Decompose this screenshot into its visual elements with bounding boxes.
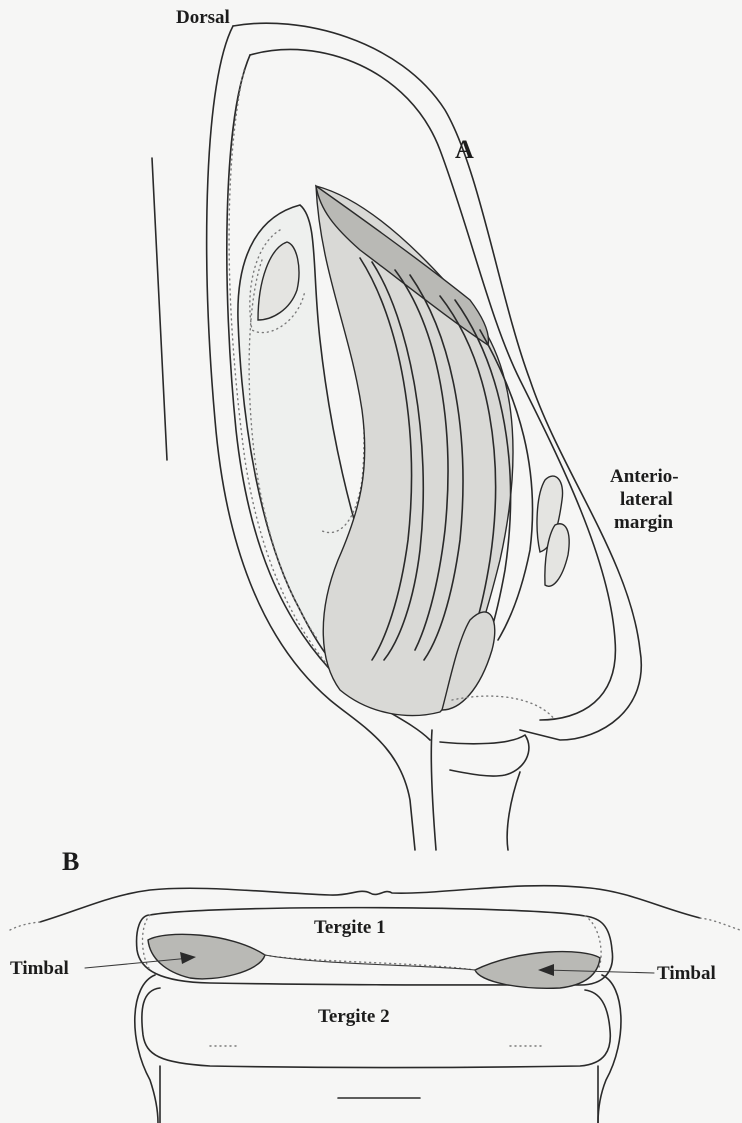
margin-label-line-3: margin — [614, 511, 673, 534]
timbal-left-label: Timbal — [10, 957, 69, 980]
timbal-right — [475, 952, 600, 989]
tergite-1-label: Tergite 1 — [314, 916, 386, 939]
panel-a-label: A — [455, 136, 474, 164]
timbal-left — [148, 934, 265, 979]
margin-label-line-1: Anterio- — [610, 465, 679, 488]
margin-label-line-2: lateral — [620, 488, 673, 511]
tergite-2-label: Tergite 2 — [318, 1005, 390, 1028]
dorsal-label: Dorsal — [176, 6, 230, 29]
panel-b-label: B — [62, 848, 79, 876]
timbal-right-label: Timbal — [657, 962, 716, 985]
